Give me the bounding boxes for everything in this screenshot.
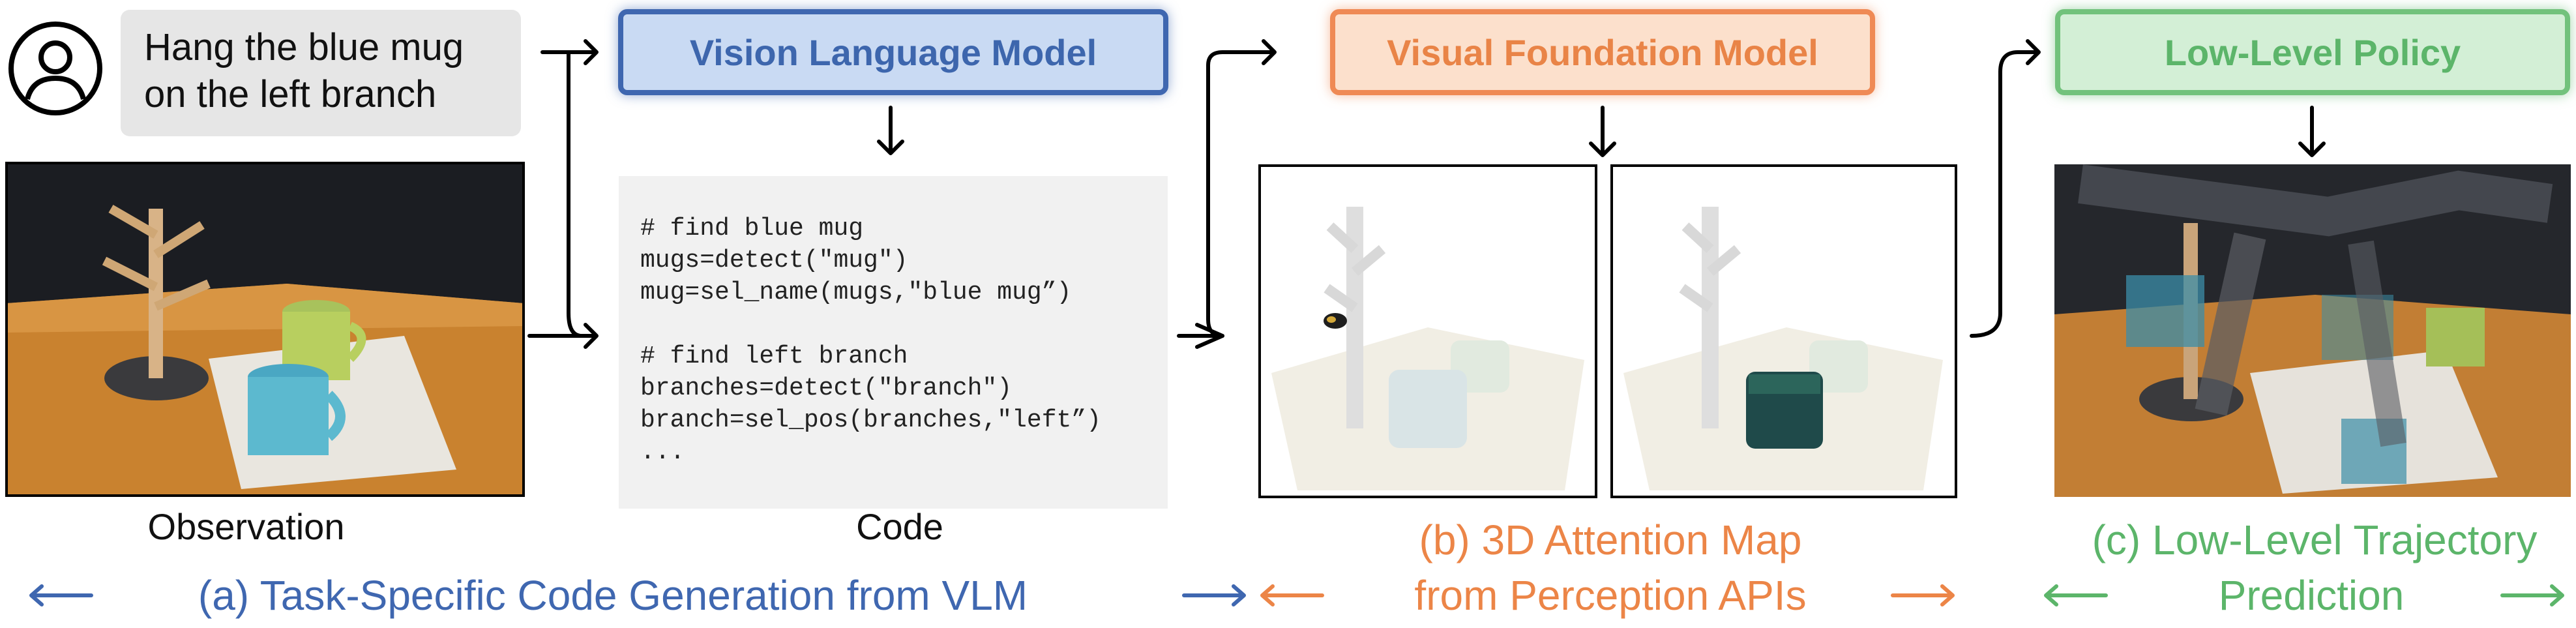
stage-c-label-line1: (c) Low-Level Trajectory [2092,516,2538,563]
arrow-to-code-input [527,323,599,349]
arrow-icon [1182,584,1246,606]
arrow-maps-to-policy [1970,39,2041,338]
instruction-line-2: on the left branch [144,73,437,115]
arrow-icon [29,584,93,606]
instruction-box: Hang the blue mug on the left branch [121,10,521,136]
user-icon [8,22,102,115]
code-panel: # find blue mug mugs=detect("mug") mug=s… [619,176,1168,509]
code-line: mugs=detect("mug") [640,247,908,275]
code-line: # find blue mug [640,215,864,243]
observation-image [5,162,525,497]
attention-map-mug [1258,164,1597,498]
vision-language-model-box: Vision Language Model [618,9,1168,95]
arrow-vlm-to-code [877,106,904,155]
arrow-vfm-to-maps [1589,106,1616,157]
observation-caption: Observation [147,506,345,547]
stage-b-label-line1: (b) 3D Attention Map [1419,516,1802,563]
stage-c-label-line2: Prediction [2218,572,2405,619]
arrow-policy-to-image [2298,106,2326,157]
code-caption: Code [856,506,943,547]
code-line: mug=sel_name(mugs,"blue mug”) [640,278,1072,307]
code-line: # find left branch [640,342,908,370]
fork-line [567,50,584,338]
arrow-icon [1891,584,1955,606]
code-line: ... [640,438,685,466]
code-line: branches=detect("branch") [640,374,1013,402]
stage-a-label: (a) Task-Specific Code Generation from V… [198,572,1028,619]
code-line [640,308,1168,340]
visual-foundation-model-box: Visual Foundation Model [1330,9,1875,95]
trajectory-image [2054,164,2571,497]
arrow-icon [2044,584,2108,606]
stage-b-label-line2: from Perception APIs [1414,572,1807,619]
attention-map-branch [1610,164,1957,498]
low-level-policy-box: Low-Level Policy [2055,9,2570,95]
arrow-icon [1260,584,1324,606]
code-line: branch=sel_pos(branches,"left”) [640,406,1101,434]
arrow-icon [2500,584,2564,606]
instruction-line-1: Hang the blue mug [144,26,464,68]
